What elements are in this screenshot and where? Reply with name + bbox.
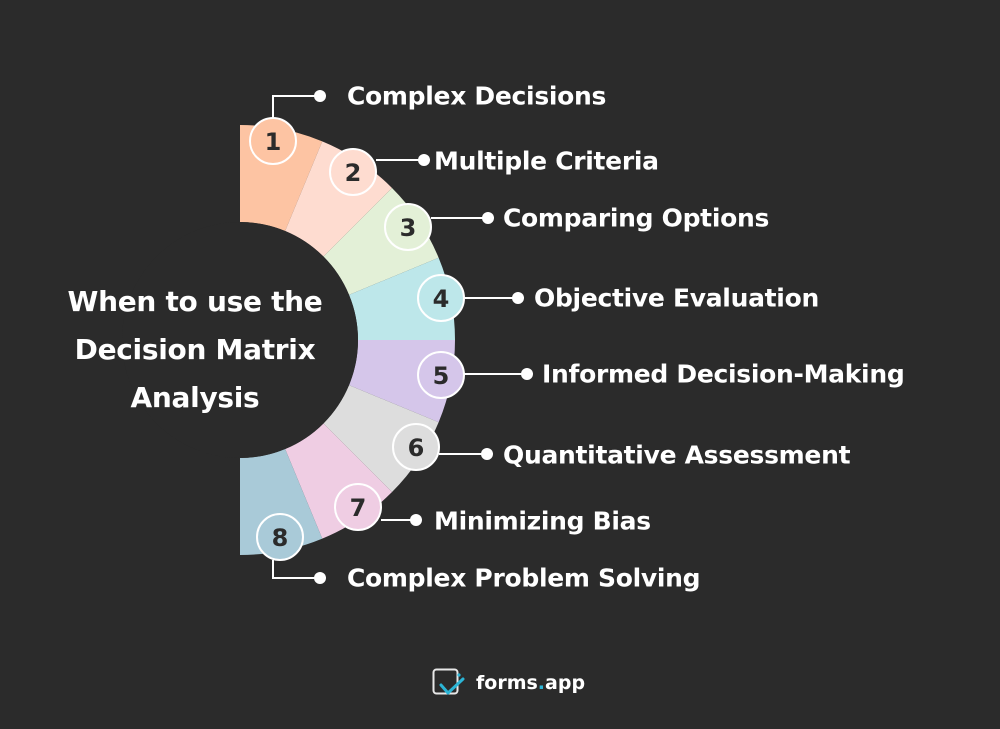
badge-circle: [256, 513, 304, 561]
item-label-7: Minimizing Bias: [434, 506, 651, 536]
badge-circle: [249, 117, 297, 165]
badge-number: 6: [408, 434, 425, 462]
item-label-8: Complex Problem Solving: [347, 563, 701, 593]
badge-number: 1: [265, 128, 282, 156]
item-label-1: Complex Decisions: [347, 81, 607, 111]
number-badge-1: 1: [249, 117, 297, 165]
connector-dot-1: [314, 90, 326, 102]
badge-circle: [329, 148, 377, 196]
number-badge-4: 4: [417, 274, 465, 322]
connector-line-8: [272, 560, 320, 579]
number-badge-6: 6: [392, 423, 440, 471]
badge-circle: [384, 203, 432, 251]
number-badge-2: 2: [329, 148, 377, 196]
badge-number: 5: [433, 362, 450, 390]
connector-dot-5: [521, 368, 533, 380]
number-badges: 1 2 3 4 5 6 7 8: [249, 117, 465, 561]
forms-app-logo: forms.app: [432, 668, 585, 698]
number-badge-5: 5: [417, 351, 465, 399]
connector-dot-8: [314, 572, 326, 584]
number-badge-8: 8: [256, 513, 304, 561]
badge-circle: [334, 483, 382, 531]
badge-number: 3: [400, 214, 417, 242]
title-line-1: When to use the: [67, 285, 323, 318]
item-label-5: Informed Decision-Making: [542, 359, 905, 389]
badge-circle: [417, 351, 465, 399]
item-label-4: Objective Evaluation: [534, 283, 819, 313]
connector-dot-6: [481, 448, 493, 460]
badge-number: 7: [350, 494, 367, 522]
title-line-2: Decision Matrix: [74, 333, 316, 366]
badge-number: 8: [272, 524, 289, 552]
number-badge-3: 3: [384, 203, 432, 251]
number-badge-7: 7: [334, 483, 382, 531]
connector-dot-7: [410, 514, 422, 526]
title-line-3: Analysis: [130, 381, 260, 414]
badge-number: 2: [345, 159, 362, 187]
item-label-6: Quantitative Assessment: [503, 440, 851, 470]
connectors: [272, 90, 533, 584]
connector-dot-4: [512, 292, 524, 304]
connector-dot-3: [482, 212, 494, 224]
badge-number: 4: [433, 285, 450, 313]
forms-app-check-icon: [432, 668, 465, 695]
item-label-2: Multiple Criteria: [434, 146, 659, 176]
connector-line-1: [272, 95, 320, 118]
center-hole: [122, 222, 358, 458]
connector-dot-2: [418, 154, 430, 166]
diagram-title: When to use the Decision Matrix Analysis: [40, 278, 350, 422]
item-label-3: Comparing Options: [503, 203, 770, 233]
logo-text: forms.app: [476, 672, 586, 694]
badge-circle: [392, 423, 440, 471]
badge-circle: [417, 274, 465, 322]
